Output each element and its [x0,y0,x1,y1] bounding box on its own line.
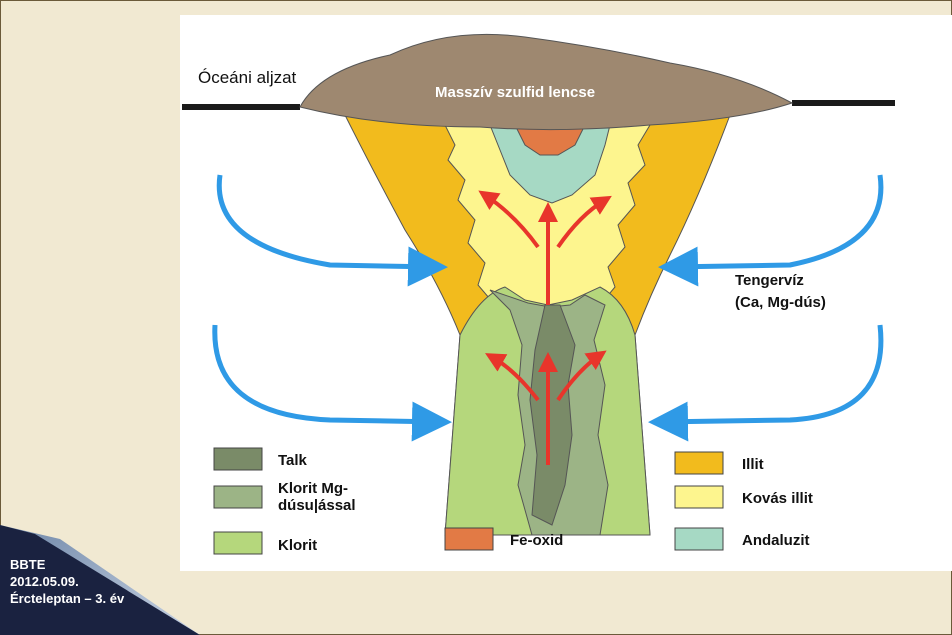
ocean-floor-label: Óceáni aljzat [198,68,297,87]
sulfide-lens-label: Masszív szulfid lencse [435,84,595,101]
legend-swatch-fe-oxid [445,528,493,550]
sulfide-lens [300,34,792,129]
footer-org: BBTE [10,556,124,573]
legend-swatch-kovas-illit [675,486,723,508]
seawater-label-line1: Tengervíz [735,272,804,289]
legend-swatch-talk [214,448,262,470]
legend-label-klorit-mg-2: dúsu|ással [278,497,356,514]
legend-label-andaluzit: Andaluzit [742,532,810,549]
legend-label-illit: Illit [742,456,764,473]
legend-label-fe-oxid: Fe-oxid [510,532,563,549]
footer-course: Ércteleptan – 3. év [10,590,124,607]
footer-text: BBTE 2012.05.09. Ércteleptan – 3. év [10,556,124,607]
seawater-label-line2: (Ca, Mg-dús) [735,294,826,311]
footer-date: 2012.05.09. [10,573,124,590]
legend-swatch-andaluzit [675,528,723,550]
legend-swatch-klorit-mg [214,486,262,508]
legend-label-klorit-mg-1: Klorit Mg- [278,480,348,497]
legend-label-klorit: Klorit [278,537,317,554]
legend-swatch-illit [675,452,723,474]
vms-deposit-diagram: Óceáni aljzat Masszív szulfid lencse Ten… [180,15,952,571]
diagram-figure: Óceáni aljzat Masszív szulfid lencse Ten… [180,15,952,571]
legend-label-talk: Talk [278,452,308,469]
legend-label-kovas-illit: Kovás illit [742,490,813,507]
